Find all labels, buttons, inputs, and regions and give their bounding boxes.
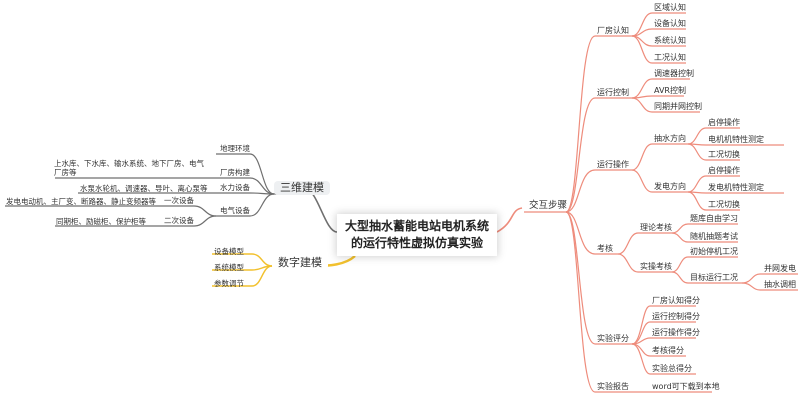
node-total-score[interactable]: 实验总得分 (652, 363, 692, 373)
node-3d-modeling[interactable]: 三维建模 (274, 181, 330, 195)
node-random-exam[interactable]: 随机抽题考试 (690, 231, 738, 241)
node-hydraulic-equipment-detail[interactable]: 水泵水轮机、调速器、导叶、离心泵等 (80, 184, 208, 193)
node-secondary-equipment-detail[interactable]: 同期柜、励磁柜、保护柜等 (56, 217, 146, 226)
node-system-model[interactable]: 系统模型 (214, 263, 244, 272)
connector-center-to-interactive-steps (496, 207, 523, 233)
node-electrical-equipment[interactable]: 电气设备 (220, 205, 250, 215)
center-topic-line-2: 的运行特性虚拟仿真实验 (350, 236, 483, 250)
node-grid-generation[interactable]: 并网发电 (764, 263, 796, 273)
node-geographic-environment[interactable]: 地理环境 (220, 143, 250, 153)
node-word-download[interactable]: word可下载到本地 (652, 381, 720, 391)
node-area-recognition[interactable]: 区域认知 (654, 2, 686, 12)
node-interactive-steps[interactable]: 交互步骤 (529, 199, 567, 211)
center-topic[interactable]: 大型抽水蓄能电站电机系统 的运行特性虚拟仿真实验 (337, 214, 497, 256)
node-question-bank-study[interactable]: 题库自由学习 (690, 213, 738, 223)
node-experiment-report[interactable]: 实验报告 (597, 381, 629, 391)
node-motor-characteristic[interactable]: 电机机特性测定 (708, 134, 764, 144)
node-assessment[interactable]: 考核 (597, 243, 613, 253)
node-theory-assessment[interactable]: 理论考核 (640, 222, 672, 232)
node-secondary-equipment[interactable]: 二次设备 (164, 215, 194, 225)
node-pumping-direction[interactable]: 抽水方向 (654, 133, 686, 143)
node-generator-characteristic[interactable]: 发电机特性测定 (708, 182, 764, 192)
node-parameter-adjustment[interactable]: 参数调节 (214, 279, 244, 288)
node-plant-score[interactable]: 厂房认知得分 (652, 295, 700, 305)
node-generating-mode-switch[interactable]: 工况切换 (708, 199, 740, 209)
node-pumping-start-stop[interactable]: 启停操作 (708, 117, 740, 127)
node-pumping-mode-switch[interactable]: 工况切换 (708, 149, 740, 159)
node-operation-control[interactable]: 运行控制 (597, 87, 629, 97)
center-topic-line-1: 大型抽水蓄能电站电机系统 (344, 219, 489, 233)
node-system-recognition[interactable]: 系统认知 (654, 35, 686, 45)
node-target-condition[interactable]: 目标运行工况 (690, 272, 738, 282)
node-grid-sync-control[interactable]: 同期并网控制 (654, 101, 702, 111)
node-equipment-model[interactable]: 设备模型 (214, 247, 244, 256)
node-avr-control[interactable]: AVR控制 (654, 85, 686, 95)
node-plant-construction-detail[interactable]: 上水库、下水库、输水系统、地下厂房、电气厂房等 (54, 159, 204, 177)
node-digital-modeling[interactable]: 数字建模 (272, 256, 328, 270)
node-initial-shutdown[interactable]: 初始停机工况 (690, 246, 738, 256)
node-condition-recognition[interactable]: 工况认知 (654, 52, 686, 62)
node-generating-direction[interactable]: 发电方向 (654, 181, 686, 191)
node-plant-recognition[interactable]: 厂房认知 (597, 25, 629, 35)
node-equipment-recognition[interactable]: 设备认知 (654, 18, 686, 28)
node-hydraulic-equipment[interactable]: 水力设备 (220, 182, 250, 192)
node-experiment-scoring[interactable]: 实验评分 (597, 333, 629, 343)
node-generating-start-stop[interactable]: 启停操作 (708, 165, 740, 175)
node-plant-construction[interactable]: 厂房构建 (220, 167, 250, 177)
node-control-score[interactable]: 运行控制得分 (652, 311, 700, 321)
node-primary-equipment[interactable]: 一次设备 (164, 195, 194, 205)
node-practical-assessment[interactable]: 实操考核 (640, 261, 672, 271)
node-operation-procedure[interactable]: 运行操作 (597, 159, 629, 169)
right-tree-connectors (524, 12, 798, 393)
node-operation-score[interactable]: 运行操作得分 (652, 327, 700, 337)
node-assessment-score[interactable]: 考核得分 (652, 345, 684, 355)
node-primary-equipment-detail[interactable]: 发电电动机、主厂变、断路器、静止变频器等 (6, 197, 156, 206)
node-pump-phase-modulation[interactable]: 抽水调相 (764, 279, 796, 289)
node-governor-control[interactable]: 调速器控制 (654, 68, 694, 78)
